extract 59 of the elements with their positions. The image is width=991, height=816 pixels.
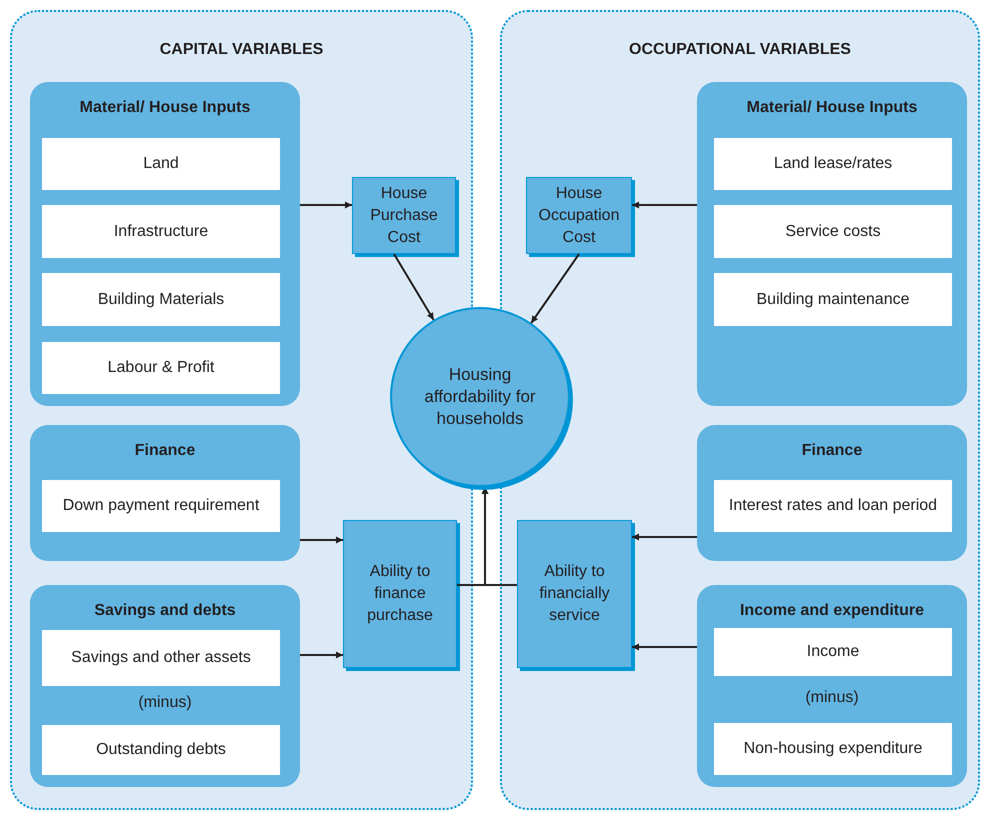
outcome-box [517,520,632,668]
group-heading: Material/ House Inputs [78,98,252,118]
variable-label: Building Materials [98,290,224,308]
variable-box [42,138,280,190]
variable-box [714,628,952,676]
variable-label: Down payment requirement [62,497,260,515]
outcome-box [352,177,456,254]
arrow [632,644,697,650]
variable-box [42,630,280,686]
variable-label: Infrastructure [114,222,208,240]
outcome-label: Ability to finance purchase [366,562,434,626]
group-heading: Finance [800,441,864,461]
group-box [697,82,967,406]
variable-label: Income [806,643,860,661]
group-heading: Savings and debts [93,601,237,621]
variable-box [42,725,280,775]
variable-box [714,723,952,775]
variable-box [42,480,280,532]
variable-label: Savings and other assets [71,649,251,667]
group-box [697,425,967,561]
group-heading: Material/ House Inputs [746,98,918,118]
arrow [632,202,697,208]
circle-label: Housing affordability for households [423,364,537,430]
outcome-label: House Purchase Cost [369,184,439,248]
variable-label: Interest rates and loan period [728,497,938,515]
panel-title: CAPITAL VARIABLES [158,40,324,60]
variable-label: Service costs [785,222,881,240]
variable-box [714,480,952,532]
variable-box [42,205,280,258]
outcome-box [526,177,632,254]
variable-label: Non-housing expenditure [744,740,922,758]
arrow [632,534,697,540]
group-heading: Finance [134,441,196,461]
arrow [300,652,343,658]
arrow [300,536,343,544]
variable-box [714,205,952,258]
variable-box [714,273,952,326]
variable-label: Land lease/rates [774,155,892,173]
arrow [300,202,352,208]
outcome-label: House Occupation Cost [538,184,620,248]
group-box [697,585,967,787]
variable-box [714,138,952,190]
operator-label: (minus) [804,688,860,708]
variable-box [42,273,280,326]
group-heading: Income and expenditure [738,601,926,621]
variable-label: Labour & Profit [108,359,214,377]
group-box [30,82,300,406]
outcome-box [343,520,457,668]
variable-label: Outstanding debts [96,741,226,759]
variable-label: Land [143,155,179,173]
variable-label: Building maintenance [756,290,910,308]
operator-label: (minus) [137,693,193,713]
panel-title: OCCUPATIONAL VARIABLES [628,40,852,60]
group-box [30,425,300,561]
group-box [30,585,300,787]
arrow [393,253,434,320]
outcome-label: Ability to financially service [538,562,611,626]
arrow [530,253,580,324]
variable-box [42,342,280,394]
